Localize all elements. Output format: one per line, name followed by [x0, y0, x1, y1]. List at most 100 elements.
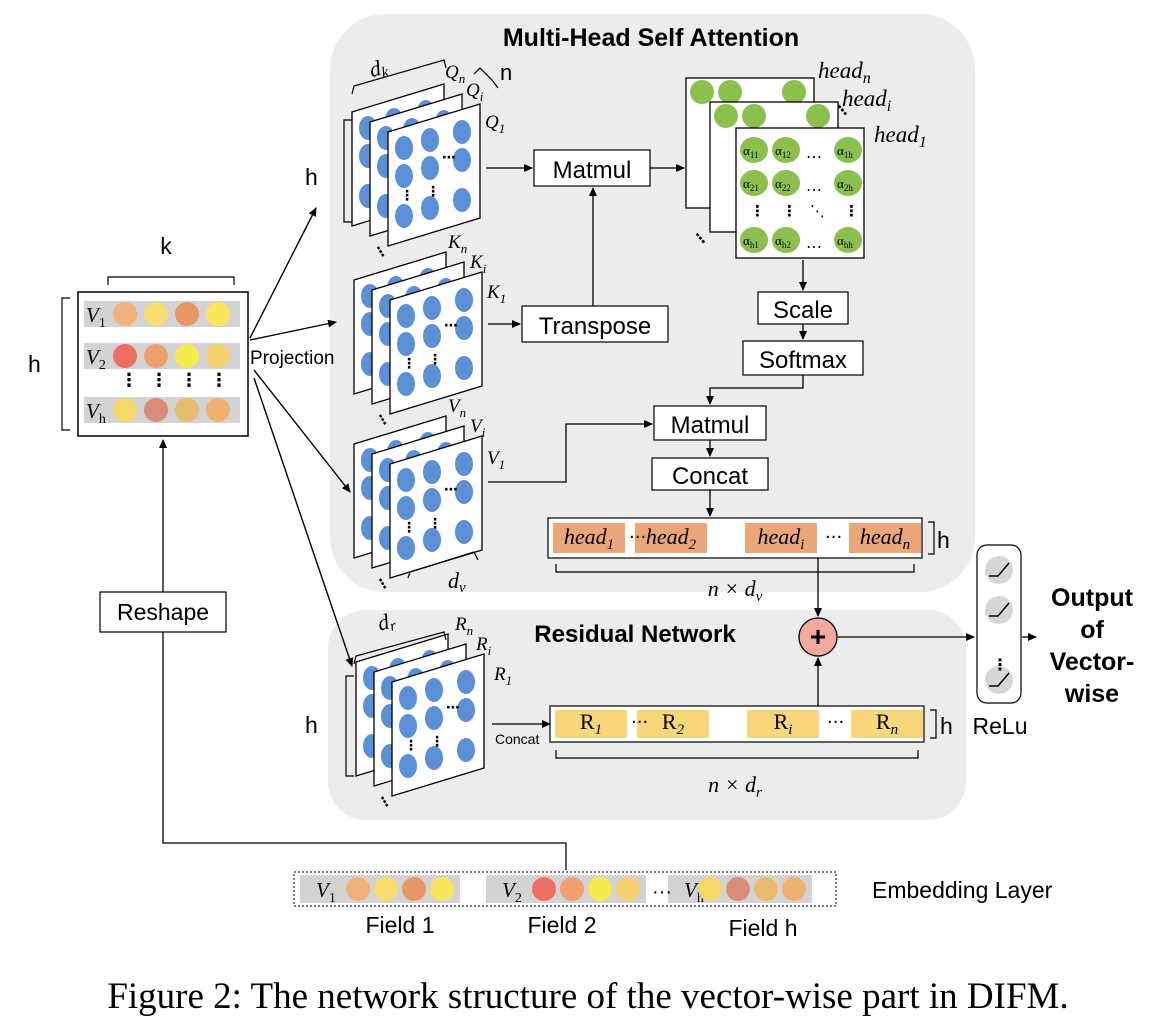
r-h-bracket: h: [305, 675, 354, 777]
svg-text:h: h: [28, 351, 41, 377]
weight-circle: [397, 304, 415, 328]
weight-circle: [399, 686, 417, 710]
alpha-label: αh2: [775, 233, 791, 250]
svg-text:⋮: ⋮: [180, 370, 198, 390]
vector-cell-label: head2: [646, 524, 697, 553]
svg-text:Ri: Ri: [475, 634, 492, 658]
svg-text:h: h: [305, 712, 318, 738]
dots-mark: ⋮: [428, 516, 442, 532]
svg-text:R1: R1: [493, 664, 512, 688]
scale-box: Scale: [757, 291, 849, 325]
svg-text:⋮: ⋮: [150, 370, 168, 390]
alpha-label: αhh: [837, 233, 853, 250]
mhsa-title: Multi-Head Self Attention: [503, 24, 799, 52]
vector-cell-label: R2: [662, 709, 685, 738]
dots-mark: ⋮: [400, 188, 414, 204]
alpha-circle: [714, 104, 738, 128]
reshape-label: Reshape: [117, 599, 209, 625]
embedding-field-label: V1: [316, 878, 336, 906]
k-stack: ⋯⋮⋮⋯⋮⋮⋯⋮⋮⋮: [353, 251, 483, 431]
svg-text:h: h: [937, 527, 950, 553]
svg-text:Ki: Ki: [469, 252, 487, 276]
weight-plane: ⋯⋮⋮: [389, 435, 483, 579]
embedding-circle: [175, 344, 199, 368]
alpha-label: α2h: [837, 176, 853, 193]
dots-mark: ⋮: [402, 520, 416, 536]
vector-ellipsis: ···: [825, 527, 842, 548]
svg-text:Vn: Vn: [448, 396, 466, 420]
svg-text:Kn: Kn: [447, 232, 467, 256]
embedding-circle: [206, 344, 230, 368]
vector-cell: R2: [637, 709, 709, 738]
weight-circle: [453, 120, 471, 144]
svg-text:of: of: [1080, 616, 1104, 644]
weight-circle: [457, 738, 475, 762]
weight-circle: [425, 706, 443, 730]
svg-text:⋮: ⋮: [120, 370, 138, 390]
svg-text:Field 2: Field 2: [527, 912, 596, 938]
weight-circle: [399, 714, 417, 738]
q-stack: ⋯⋮⋮⋯⋮⋮⋯⋮⋮⋮: [351, 83, 481, 263]
weight-circle: [455, 452, 473, 476]
svg-text:wise: wise: [1064, 680, 1119, 708]
alpha-label: α1h: [837, 143, 853, 160]
svg-text:···: ···: [652, 881, 672, 903]
alpha-circle: [742, 104, 766, 128]
svg-text:dv: dv: [448, 568, 466, 596]
weight-circle: [455, 316, 473, 340]
alpha-circle: [772, 170, 800, 196]
embedding-circle: [374, 877, 398, 901]
weight-circle: [397, 332, 415, 356]
v-stack: ⋯⋮⋮⋯⋮⋮⋯⋮⋮⋮: [353, 415, 483, 595]
input-row-label: V2: [86, 345, 106, 373]
weight-plane: ⋯⋮⋮: [391, 653, 485, 797]
svg-text:Concat: Concat: [672, 463, 748, 490]
matmul1-box: Matmul: [533, 149, 651, 187]
weight-circle: [397, 468, 415, 492]
embedding-circle: [113, 302, 137, 326]
matmul2-box: Matmul: [653, 405, 767, 441]
transpose-box: Transpose: [521, 305, 669, 343]
vector-cell: head2: [635, 523, 707, 553]
svg-text:headi: headi: [842, 86, 891, 115]
alpha-label: α22: [775, 176, 791, 193]
svg-text:Softmax: Softmax: [759, 347, 847, 374]
dots-mark: ⋮: [373, 574, 393, 595]
embedding-circle: [175, 398, 199, 422]
concat-box: Concat: [651, 457, 769, 491]
weight-circle: [423, 460, 441, 484]
dots-mark: ⋮: [402, 356, 416, 372]
svg-text:Output: Output: [1051, 584, 1134, 612]
vector-cell: headn: [849, 523, 921, 553]
alpha-circle: [740, 170, 768, 196]
alpha-circle: [772, 137, 800, 163]
n-bracket: n: [473, 60, 512, 89]
weight-circle: [399, 754, 417, 778]
dots-mark: ⋯: [444, 318, 458, 334]
embedding-circle: [698, 877, 722, 901]
vector-cell: headi: [745, 523, 817, 553]
weight-circle: [423, 324, 441, 348]
residual-title: Residual Network: [534, 621, 736, 648]
embedding-circle: [588, 877, 612, 901]
svg-text:ReLu: ReLu: [973, 713, 1028, 739]
weight-plane: ⋯⋮⋮: [387, 103, 481, 247]
alpha-ellipsis: …: [806, 176, 822, 195]
svg-text:⋮: ⋮: [992, 657, 1008, 674]
svg-text:h: h: [305, 164, 318, 190]
embedding-circle: [206, 302, 230, 326]
embedding-circle: [782, 877, 806, 901]
embedding-circle: [206, 398, 230, 422]
svg-text:Embedding Layer: Embedding Layer: [872, 877, 1053, 903]
weight-circle: [455, 288, 473, 312]
svg-text:n × dv: n × dv: [708, 576, 763, 605]
weight-circle: [455, 356, 473, 380]
svg-text:head1: head1: [874, 122, 927, 151]
weight-circle: [457, 698, 475, 722]
embedding-circle: [144, 344, 168, 368]
alpha-circle: [834, 137, 862, 163]
alpha-ellipsis: …: [806, 233, 822, 252]
weight-circle: [395, 164, 413, 188]
